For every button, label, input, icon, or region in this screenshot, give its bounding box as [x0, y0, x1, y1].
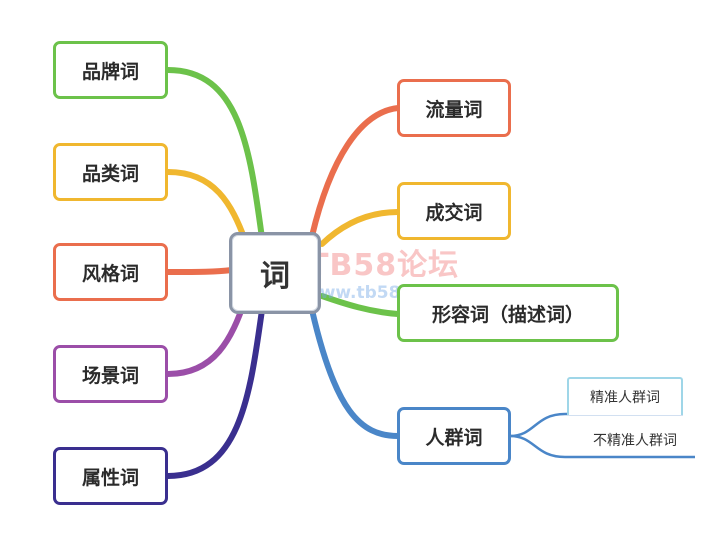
node-descriptive-words[interactable]: 形容词（描述词） — [397, 284, 619, 342]
connector-category — [165, 169, 248, 243]
node-category-words[interactable]: 品类词 — [53, 143, 168, 201]
connector-attribute — [165, 307, 265, 479]
node-crowd-words[interactable]: 人群词 — [397, 407, 511, 465]
connector-descriptive — [319, 293, 401, 317]
node-attribute-words[interactable]: 属性词 — [53, 447, 168, 505]
connector-crowd-precise — [509, 412, 683, 438]
connector-deal — [319, 209, 401, 247]
connector-crowd-imprecise — [509, 434, 695, 459]
node-style-words[interactable]: 风格词 — [53, 243, 168, 301]
node-traffic-words[interactable]: 流量词 — [397, 79, 511, 137]
subnode-imprecise-crowd[interactable]: 不精准人群词 — [593, 433, 677, 449]
connector-traffic — [309, 105, 401, 239]
subnode-precise-crowd[interactable]: 精准人群词 — [567, 377, 683, 415]
connector-crowd — [309, 307, 401, 439]
node-scene-words[interactable]: 场景词 — [53, 345, 168, 403]
node-deal-words[interactable]: 成交词 — [397, 182, 511, 240]
connector-style — [165, 267, 235, 275]
node-brand-words[interactable]: 品牌词 — [53, 41, 168, 99]
connector-brand — [165, 67, 265, 241]
center-node[interactable]: 词 — [229, 232, 321, 314]
